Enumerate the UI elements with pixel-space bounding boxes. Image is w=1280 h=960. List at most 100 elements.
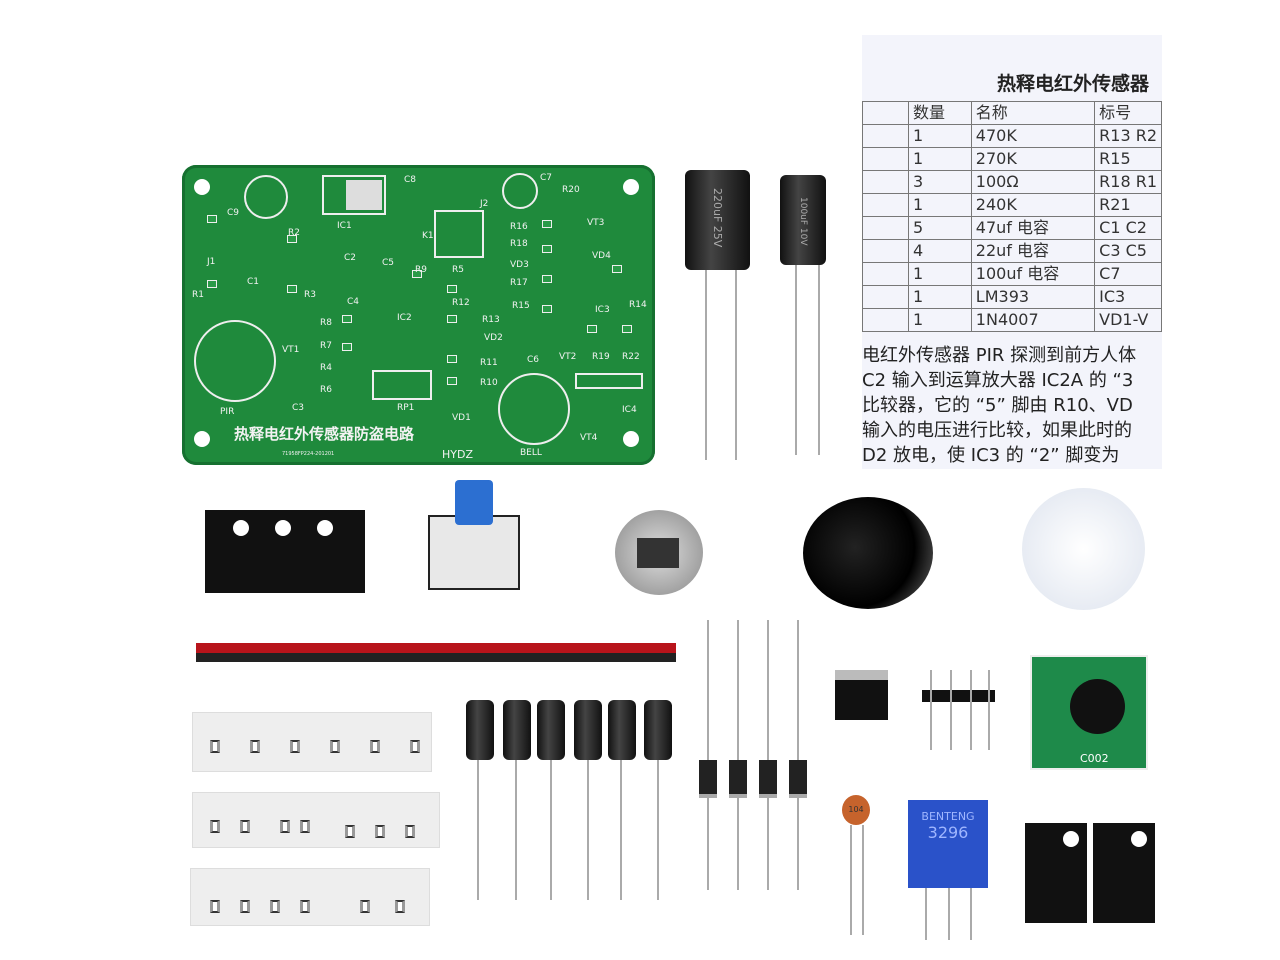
mount-hole [623, 179, 639, 195]
silk-label: R12 [452, 298, 470, 308]
silk-label: IC1 [337, 221, 352, 231]
silk-label: C2 [344, 253, 357, 263]
pin-header [922, 690, 995, 702]
silk-label: R18 [510, 239, 528, 249]
c7-footprint [502, 173, 538, 209]
silk-label: C5 [382, 258, 395, 268]
mount-hole [194, 431, 210, 447]
push-button-cap [455, 480, 493, 525]
silk-label: R17 [510, 278, 528, 288]
rp1-footprint [372, 370, 432, 400]
silk-label: J2 [480, 199, 489, 209]
silk-label: RP1 [397, 403, 415, 413]
small-capacitor [608, 700, 636, 760]
silk-label: R1 [192, 290, 204, 300]
silk-label: R7 [320, 341, 332, 351]
silk-label: R5 [452, 265, 464, 275]
trimmer-brand: BENTENG [921, 810, 975, 823]
bell-footprint [498, 373, 570, 445]
silk-label: R2 [288, 228, 300, 238]
sound-module: C002 [1030, 655, 1148, 770]
silk-label: VT3 [587, 218, 605, 228]
silk-label: VT2 [559, 352, 577, 362]
silk-label: C4 [347, 297, 360, 307]
ic4-footprint [575, 373, 643, 389]
ic-chip [1093, 823, 1155, 923]
pir-footprint [194, 320, 276, 402]
silk-label: VD3 [510, 260, 529, 270]
silk-label: J1 [207, 257, 216, 267]
silk-label: C8 [404, 175, 417, 185]
silk-label: R14 [629, 300, 647, 310]
silk-label: PIR [220, 407, 235, 417]
silk-label: VD1 [452, 413, 471, 423]
smd-transistor-tape [205, 510, 365, 593]
k1-footprint [434, 210, 484, 258]
mount-hole [194, 179, 210, 195]
mount-hole [623, 431, 639, 447]
red-wire [196, 643, 676, 653]
diode [789, 760, 807, 798]
silk-label: VT4 [580, 433, 598, 443]
silk-label: C1 [247, 277, 260, 287]
silk-label: R10 [480, 378, 498, 388]
small-capacitor [466, 700, 494, 760]
silk-label: C9 [227, 208, 240, 218]
pcb-board: C9 IC1 C8 J2 C7 R20 VT3 J1 C1 R2 C2 K1 R… [182, 165, 655, 465]
buzzer [803, 497, 933, 609]
fresnel-lens [1022, 488, 1145, 610]
silk-label: VT1 [282, 345, 300, 355]
silk-label: R20 [562, 185, 580, 195]
small-capacitor [644, 700, 672, 760]
ic-chip [1025, 823, 1087, 923]
pir-sensor [615, 510, 703, 595]
silk-label: R13 [482, 315, 500, 325]
small-capacitor [503, 700, 531, 760]
diode [729, 760, 747, 798]
push-button [428, 515, 520, 590]
pcb-brand: HYDZ [442, 448, 473, 461]
silk-label: R6 [320, 385, 332, 395]
silk-label: K1 [422, 231, 434, 241]
silk-label: IC3 [595, 305, 610, 315]
silk-label: VD4 [592, 251, 611, 261]
resistor-strip [192, 712, 432, 772]
c9-footprint [244, 175, 288, 219]
pcb-title: 热释电红外传感器防盗电路 [234, 425, 415, 443]
silk-label: VD2 [484, 333, 503, 343]
module-label: C002 [1080, 752, 1109, 765]
trimmer-model: 3296 [927, 823, 969, 842]
silk-label: BELL [520, 448, 542, 458]
electrolytic-capacitor-220uf: 220uF 25V [685, 170, 750, 270]
silk-label: C6 [527, 355, 540, 365]
silk-label: IC2 [397, 313, 412, 323]
silk-label: IC4 [622, 405, 637, 415]
diode [699, 760, 717, 798]
silk-label: R16 [510, 222, 528, 232]
silk-label: R3 [304, 290, 316, 300]
diode [759, 760, 777, 798]
resistor-strip [192, 792, 440, 848]
silk-label: R8 [320, 318, 332, 328]
silk-label: R19 [592, 352, 610, 362]
black-wire [196, 653, 676, 662]
silk-label: R4 [320, 363, 332, 373]
silk-label: R11 [480, 358, 498, 368]
resistor-strip [190, 868, 430, 926]
silk-label: R15 [512, 301, 530, 311]
voltage-regulator [835, 670, 888, 720]
sheet-title: 热释电红外传感器 [997, 73, 1150, 95]
